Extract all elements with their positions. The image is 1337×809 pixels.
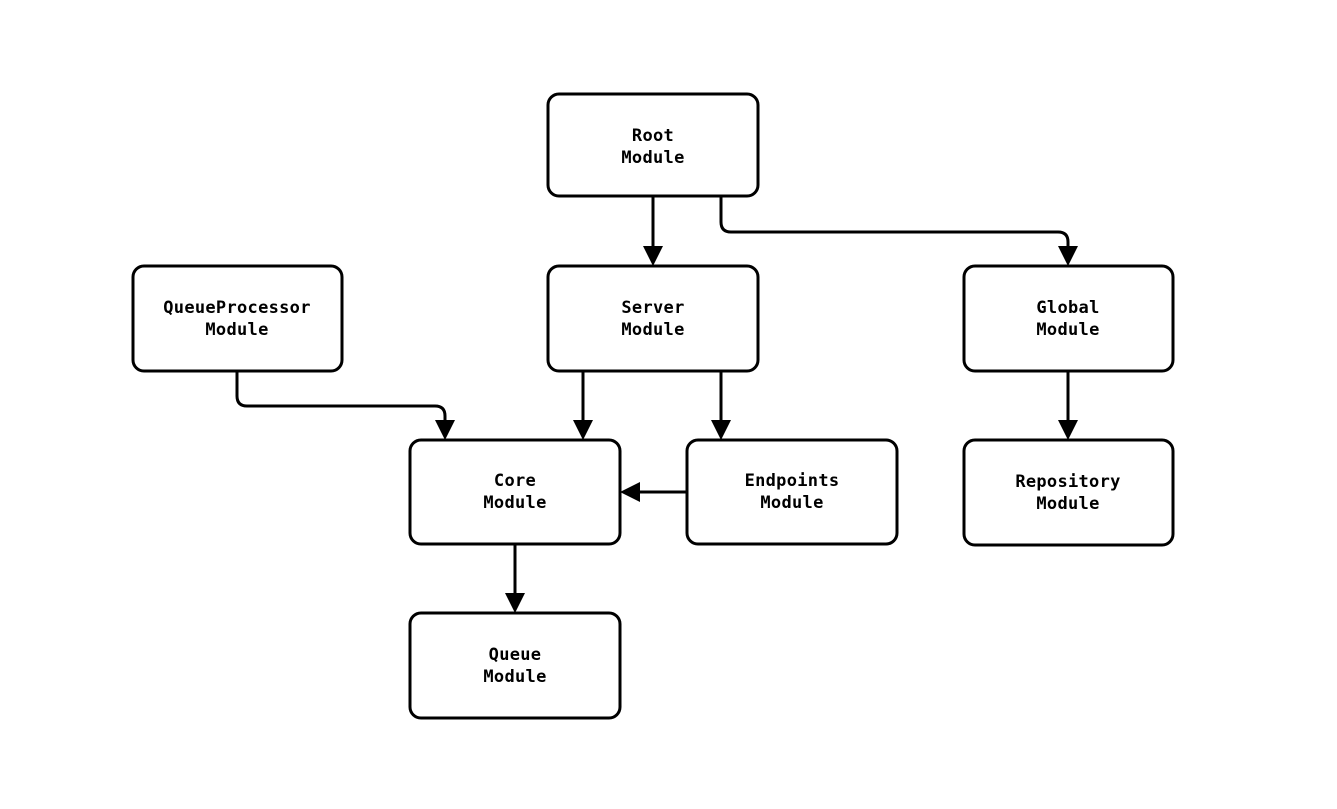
edges-layer [235,196,1078,613]
node-repository-module-box[interactable] [962,438,1175,547]
edge-server-endpoints [711,371,731,440]
node-endpoints-module-label-line2: Module [760,493,823,513]
edge-endpoints-core-arrowhead [620,482,640,502]
node-server-module-label-line1: Server [621,298,684,318]
node-root-module-label-line1: Root [632,126,674,146]
node-repository-module-label-line2: Module [1036,494,1099,514]
nodes-layer: Root Module QueueProcessor Module Server… [131,92,1175,720]
node-queueprocessor-module-label-line2: Module [205,320,268,340]
node-queue-module-label-line2: Module [483,667,546,687]
edge-server-endpoints-arrowhead [711,420,731,440]
node-queueprocessor-module-box[interactable] [131,264,344,373]
node-server-module-label-line2: Module [621,320,684,340]
node-repository-module-label-line1: Repository [1015,472,1120,492]
edge-endpoints-core [620,482,687,502]
node-core-module-label-line2: Module [483,493,546,513]
edge-server-core [573,371,593,440]
node-server-module-box[interactable] [546,264,760,373]
node-queue-module-label-line1: Queue [489,645,542,665]
node-endpoints-module-box[interactable] [685,438,899,546]
node-global-module-box[interactable] [962,264,1175,373]
node-core-module[interactable]: Core Module [408,438,622,546]
node-queueprocessor-module[interactable]: QueueProcessor Module [131,264,344,373]
edge-core-queue-arrowhead [505,593,525,613]
node-root-module-box[interactable] [546,92,760,198]
edge-global-repository-arrowhead [1058,420,1078,440]
node-server-module[interactable]: Server Module [546,264,760,373]
edge-root-global-arrowhead [1058,246,1078,266]
node-core-module-label-line1: Core [494,471,536,491]
node-global-module-label-line1: Global [1036,298,1099,318]
node-core-module-box[interactable] [408,438,622,546]
edge-queueprocessor-core-arrowhead [435,420,455,440]
edge-root-server-arrowhead [643,246,663,266]
node-repository-module[interactable]: Repository Module [962,438,1175,547]
edge-core-queue [505,544,525,613]
node-endpoints-module[interactable]: Endpoints Module [685,438,899,546]
edge-server-core-arrowhead [573,420,593,440]
node-global-module[interactable]: Global Module [962,264,1175,373]
edge-global-repository [1058,371,1078,440]
edge-root-global-line [719,196,1070,252]
node-root-module[interactable]: Root Module [546,92,760,198]
edge-root-server [643,196,663,266]
node-endpoints-module-label-line1: Endpoints [745,471,840,491]
node-queue-module-box[interactable] [408,611,622,720]
node-queueprocessor-module-label-line1: QueueProcessor [163,298,311,318]
node-queue-module[interactable]: Queue Module [408,611,622,720]
edge-root-global [719,196,1078,266]
edge-queueprocessor-core-line [235,371,447,426]
node-root-module-label-line2: Module [621,148,684,168]
node-global-module-label-line2: Module [1036,320,1099,340]
edge-queueprocessor-core [235,371,455,440]
